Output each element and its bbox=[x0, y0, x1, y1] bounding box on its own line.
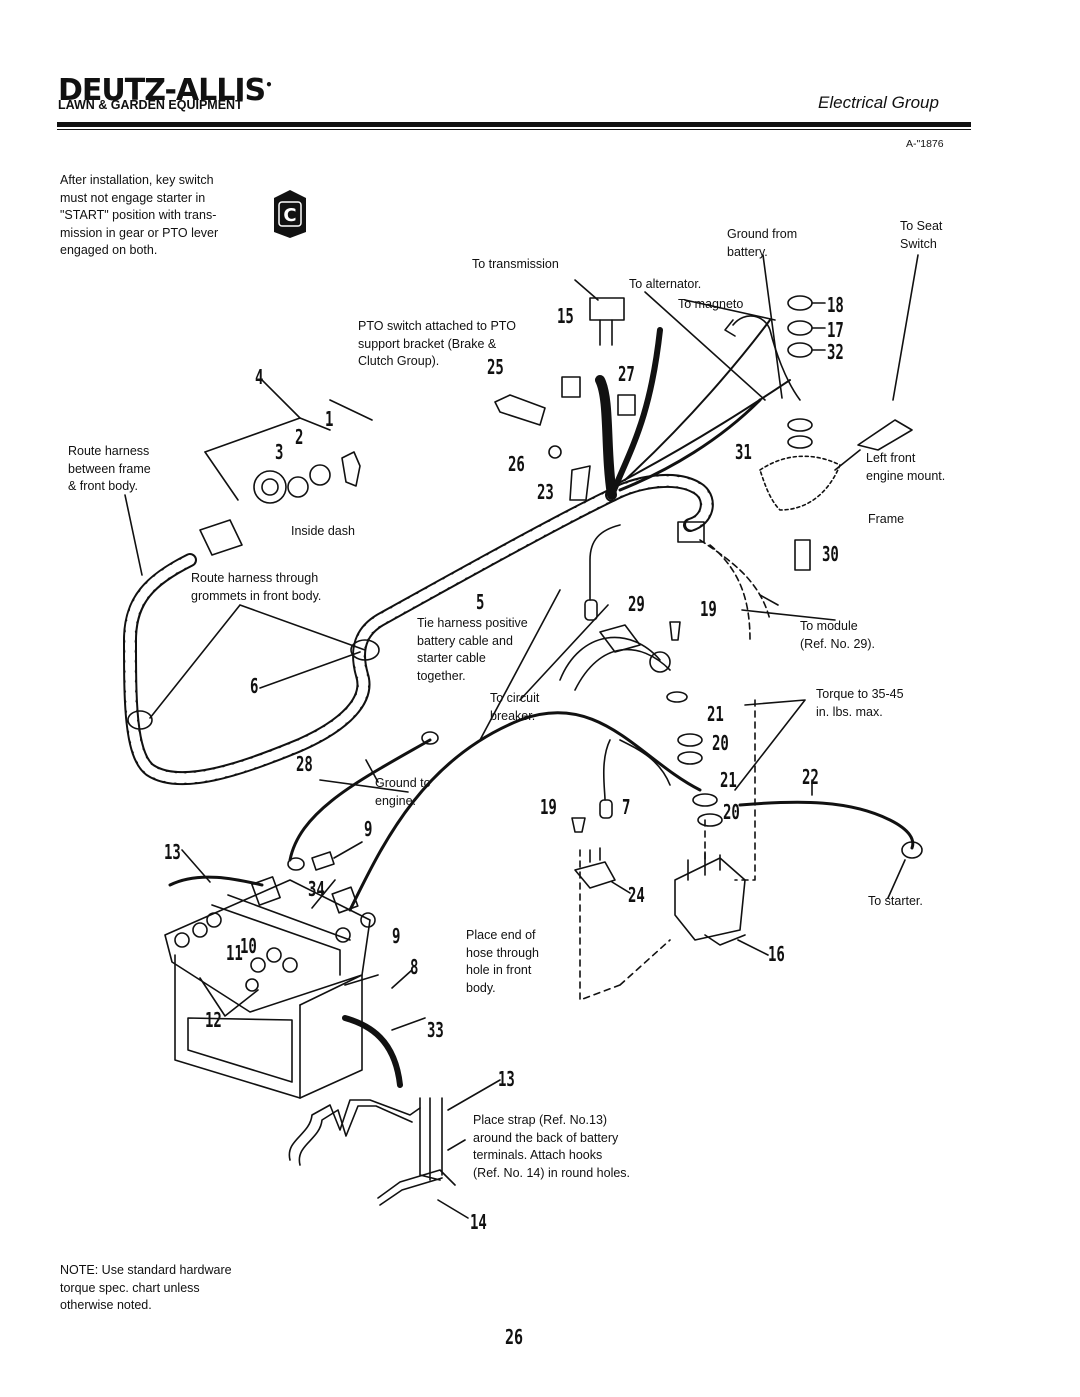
ref-21-lower: 21 bbox=[720, 768, 737, 792]
connector-27 bbox=[617, 394, 636, 416]
brand-mark: • bbox=[265, 78, 273, 92]
label-inside-dash: Inside dash bbox=[291, 524, 355, 538]
label-left-front-mount: Left front engine mount. bbox=[866, 451, 946, 483]
battery-strap bbox=[288, 1097, 456, 1206]
pto-switch bbox=[494, 394, 546, 426]
ref-5: 5 bbox=[476, 590, 485, 614]
grommet-right bbox=[350, 639, 380, 661]
label-to-circuit-breaker: To circuit breaker. bbox=[490, 691, 540, 723]
label-strap: Place strap (Ref. No.13) around the back… bbox=[473, 1113, 631, 1180]
label-torque: Torque to 35-45 in. lbs. max. bbox=[816, 687, 904, 719]
label-to-starter: To starter. bbox=[868, 894, 923, 908]
mount-hardware bbox=[759, 295, 841, 571]
bottom-note: NOTE: Use standard hardware torque spec.… bbox=[60, 1263, 232, 1312]
section-title: Electrical Group bbox=[818, 93, 939, 112]
key-switch-assembly bbox=[253, 451, 361, 504]
header-rule-thin bbox=[57, 129, 971, 130]
ref-29: 29 bbox=[628, 592, 645, 616]
header-rule bbox=[57, 122, 971, 127]
ref-15: 15 bbox=[557, 304, 574, 328]
ref-26: 26 bbox=[508, 452, 525, 476]
starter-solenoid bbox=[674, 851, 746, 946]
label-route-grommets: Route harness through grommets in front … bbox=[191, 571, 322, 603]
ref-12: 12 bbox=[205, 1008, 222, 1032]
figure-id: A-"1876 bbox=[906, 138, 944, 150]
leader-14 bbox=[437, 1199, 469, 1219]
ref-23: 23 bbox=[537, 480, 554, 504]
grommet-left bbox=[127, 710, 153, 730]
ref-28: 28 bbox=[296, 752, 313, 776]
brand-name: DEUTZ-ALLIS bbox=[58, 73, 266, 108]
label-ground-engine: Ground to engine. bbox=[375, 776, 431, 808]
label-to-module: To module (Ref. No. 29). bbox=[800, 619, 876, 651]
ref-20-upper: 20 bbox=[712, 731, 729, 755]
ref-13-upper: 13 bbox=[164, 840, 181, 864]
label-to-seat-switch: To Seat Switch bbox=[900, 219, 943, 251]
dash-connector bbox=[199, 519, 243, 556]
seat-switch-connector bbox=[857, 419, 913, 451]
ref-7: 7 bbox=[622, 795, 631, 819]
warning-note: After installation, key switch must not … bbox=[60, 173, 219, 257]
ref-3: 3 bbox=[275, 440, 284, 464]
ref-34: 34 bbox=[308, 877, 325, 901]
page-number: 26 bbox=[505, 1325, 524, 1349]
vent-hose bbox=[342, 1015, 403, 1088]
brand-subtitle: LAWN & GARDEN EQUIPMENT bbox=[58, 98, 243, 112]
ref-6: 6 bbox=[250, 674, 259, 698]
ref-25: 25 bbox=[487, 355, 504, 379]
ref-13-lower: 13 bbox=[498, 1067, 515, 1091]
ref-16: 16 bbox=[768, 942, 785, 966]
badge-letter: C bbox=[283, 205, 296, 226]
label-to-alternator: To alternator. bbox=[629, 277, 702, 291]
ref-20-lower: 20 bbox=[723, 800, 740, 824]
ref-1: 1 bbox=[325, 407, 334, 431]
battery bbox=[164, 876, 376, 1099]
ref-17: 17 bbox=[827, 318, 844, 342]
tie-23 bbox=[569, 465, 591, 501]
label-route-frame: Route harness between frame & front body… bbox=[68, 444, 151, 493]
leader-3 bbox=[204, 417, 331, 453]
ref-30: 30 bbox=[822, 542, 839, 566]
label-pto-switch: PTO switch attached to PTO support brack… bbox=[358, 319, 516, 368]
label-ground-from-battery: Ground from battery. bbox=[727, 227, 798, 259]
ref-24: 24 bbox=[628, 883, 645, 907]
ref-18: 18 bbox=[827, 293, 844, 317]
connector-25 bbox=[561, 376, 581, 398]
section-c-badge: C bbox=[274, 190, 306, 238]
starter-cable bbox=[738, 800, 915, 850]
module-connector bbox=[677, 521, 705, 543]
ref-9-upper: 9 bbox=[364, 817, 373, 841]
ref-14: 14 bbox=[470, 1210, 487, 1234]
ref-31: 31 bbox=[735, 440, 752, 464]
ref-19-upper: 19 bbox=[700, 597, 717, 621]
main-harness bbox=[123, 319, 791, 786]
ref-22: 22 bbox=[802, 765, 819, 789]
magneto-lead bbox=[732, 315, 801, 401]
ref-2: 2 bbox=[295, 425, 304, 449]
ref-11: 11 bbox=[226, 941, 243, 965]
positive-cable bbox=[348, 711, 702, 912]
ref-21-upper: 21 bbox=[707, 702, 724, 726]
label-frame: Frame bbox=[868, 512, 905, 526]
transmission-connector bbox=[574, 279, 625, 346]
ref-32: 32 bbox=[827, 340, 844, 364]
label-hose-hole: Place end of hose through hole in front … bbox=[466, 928, 539, 995]
ref-27: 27 bbox=[618, 362, 635, 386]
ref-4: 4 bbox=[255, 365, 264, 389]
module-29 bbox=[599, 624, 641, 653]
label-to-magneto: To magneto bbox=[678, 297, 744, 311]
label-to-transmission: To transmission bbox=[472, 257, 559, 271]
ref-19-lower: 19 bbox=[540, 795, 557, 819]
ref-9-lower: 9 bbox=[392, 924, 401, 948]
circuit-breaker bbox=[574, 861, 616, 889]
ground-cable bbox=[288, 738, 432, 862]
label-tie-harness: Tie harness positive battery cable and s… bbox=[417, 616, 528, 683]
brand-logo: DEUTZ-ALLIS• bbox=[58, 70, 273, 108]
ref-8: 8 bbox=[410, 955, 419, 979]
ref-33: 33 bbox=[427, 1018, 444, 1042]
ref-10: 10 bbox=[240, 934, 257, 958]
